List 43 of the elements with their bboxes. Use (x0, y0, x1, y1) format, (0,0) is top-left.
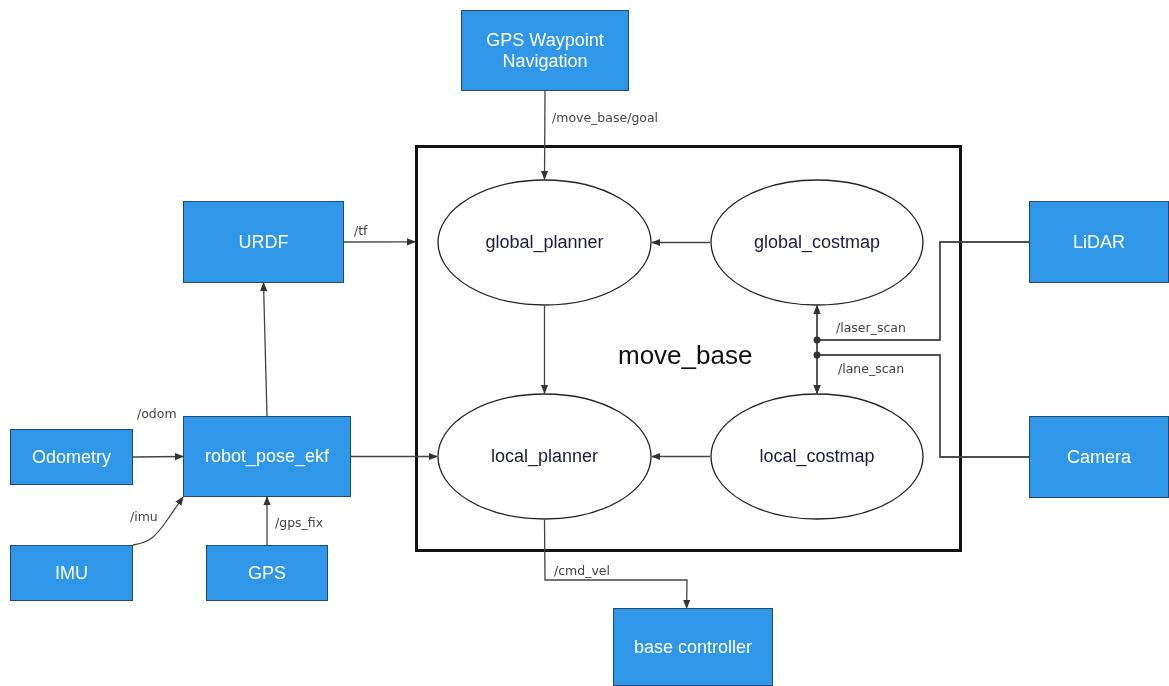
process-box (183, 416, 351, 497)
arrow (132, 453, 184, 461)
process-box (10, 429, 133, 485)
node-label: GPS (248, 562, 286, 584)
arrow (540, 90, 549, 180)
arrow (540, 305, 549, 394)
node-label: GPS Waypoint Navigation (485, 29, 605, 72)
node-label: Camera (1067, 446, 1131, 468)
node-label: robot_pose_ekf (204, 446, 330, 467)
process-box (461, 10, 629, 91)
node-label: base controller (633, 636, 753, 658)
node-label: global_planner (485, 232, 604, 253)
edge-label: /lane_scan (836, 361, 907, 376)
node-label: URDF (238, 231, 289, 253)
node-label: local_planner (490, 446, 599, 467)
arrow (263, 496, 271, 546)
node-label: Odometry (32, 446, 111, 468)
node-label: LiDAR (1073, 231, 1125, 253)
node-label: IMU (55, 562, 88, 584)
node-label: move_base (618, 340, 753, 371)
arrow (813, 354, 1030, 458)
arrow (260, 282, 268, 417)
edge-label: /odom (135, 406, 179, 421)
process-box (183, 201, 344, 283)
edge-label: /imu (128, 509, 160, 524)
node-label: global_costmap (753, 232, 881, 253)
edge-label: /cmd_vel (552, 563, 612, 578)
process-box (206, 545, 328, 601)
edge-label: /gps_fix (273, 515, 326, 530)
arrow (350, 452, 438, 461)
process-box (10, 545, 133, 601)
arrow (651, 238, 711, 247)
process-box (1029, 201, 1169, 283)
process-box (613, 608, 773, 686)
arrow (651, 452, 711, 461)
node-label: local_costmap (759, 446, 875, 467)
process-box (1029, 416, 1169, 498)
edge-label: /laser_scan (834, 320, 908, 335)
container-box (415, 145, 962, 552)
edge-label: /tf (352, 223, 370, 238)
arrow (132, 496, 184, 546)
arrow (343, 238, 416, 246)
arrow (543, 519, 691, 609)
